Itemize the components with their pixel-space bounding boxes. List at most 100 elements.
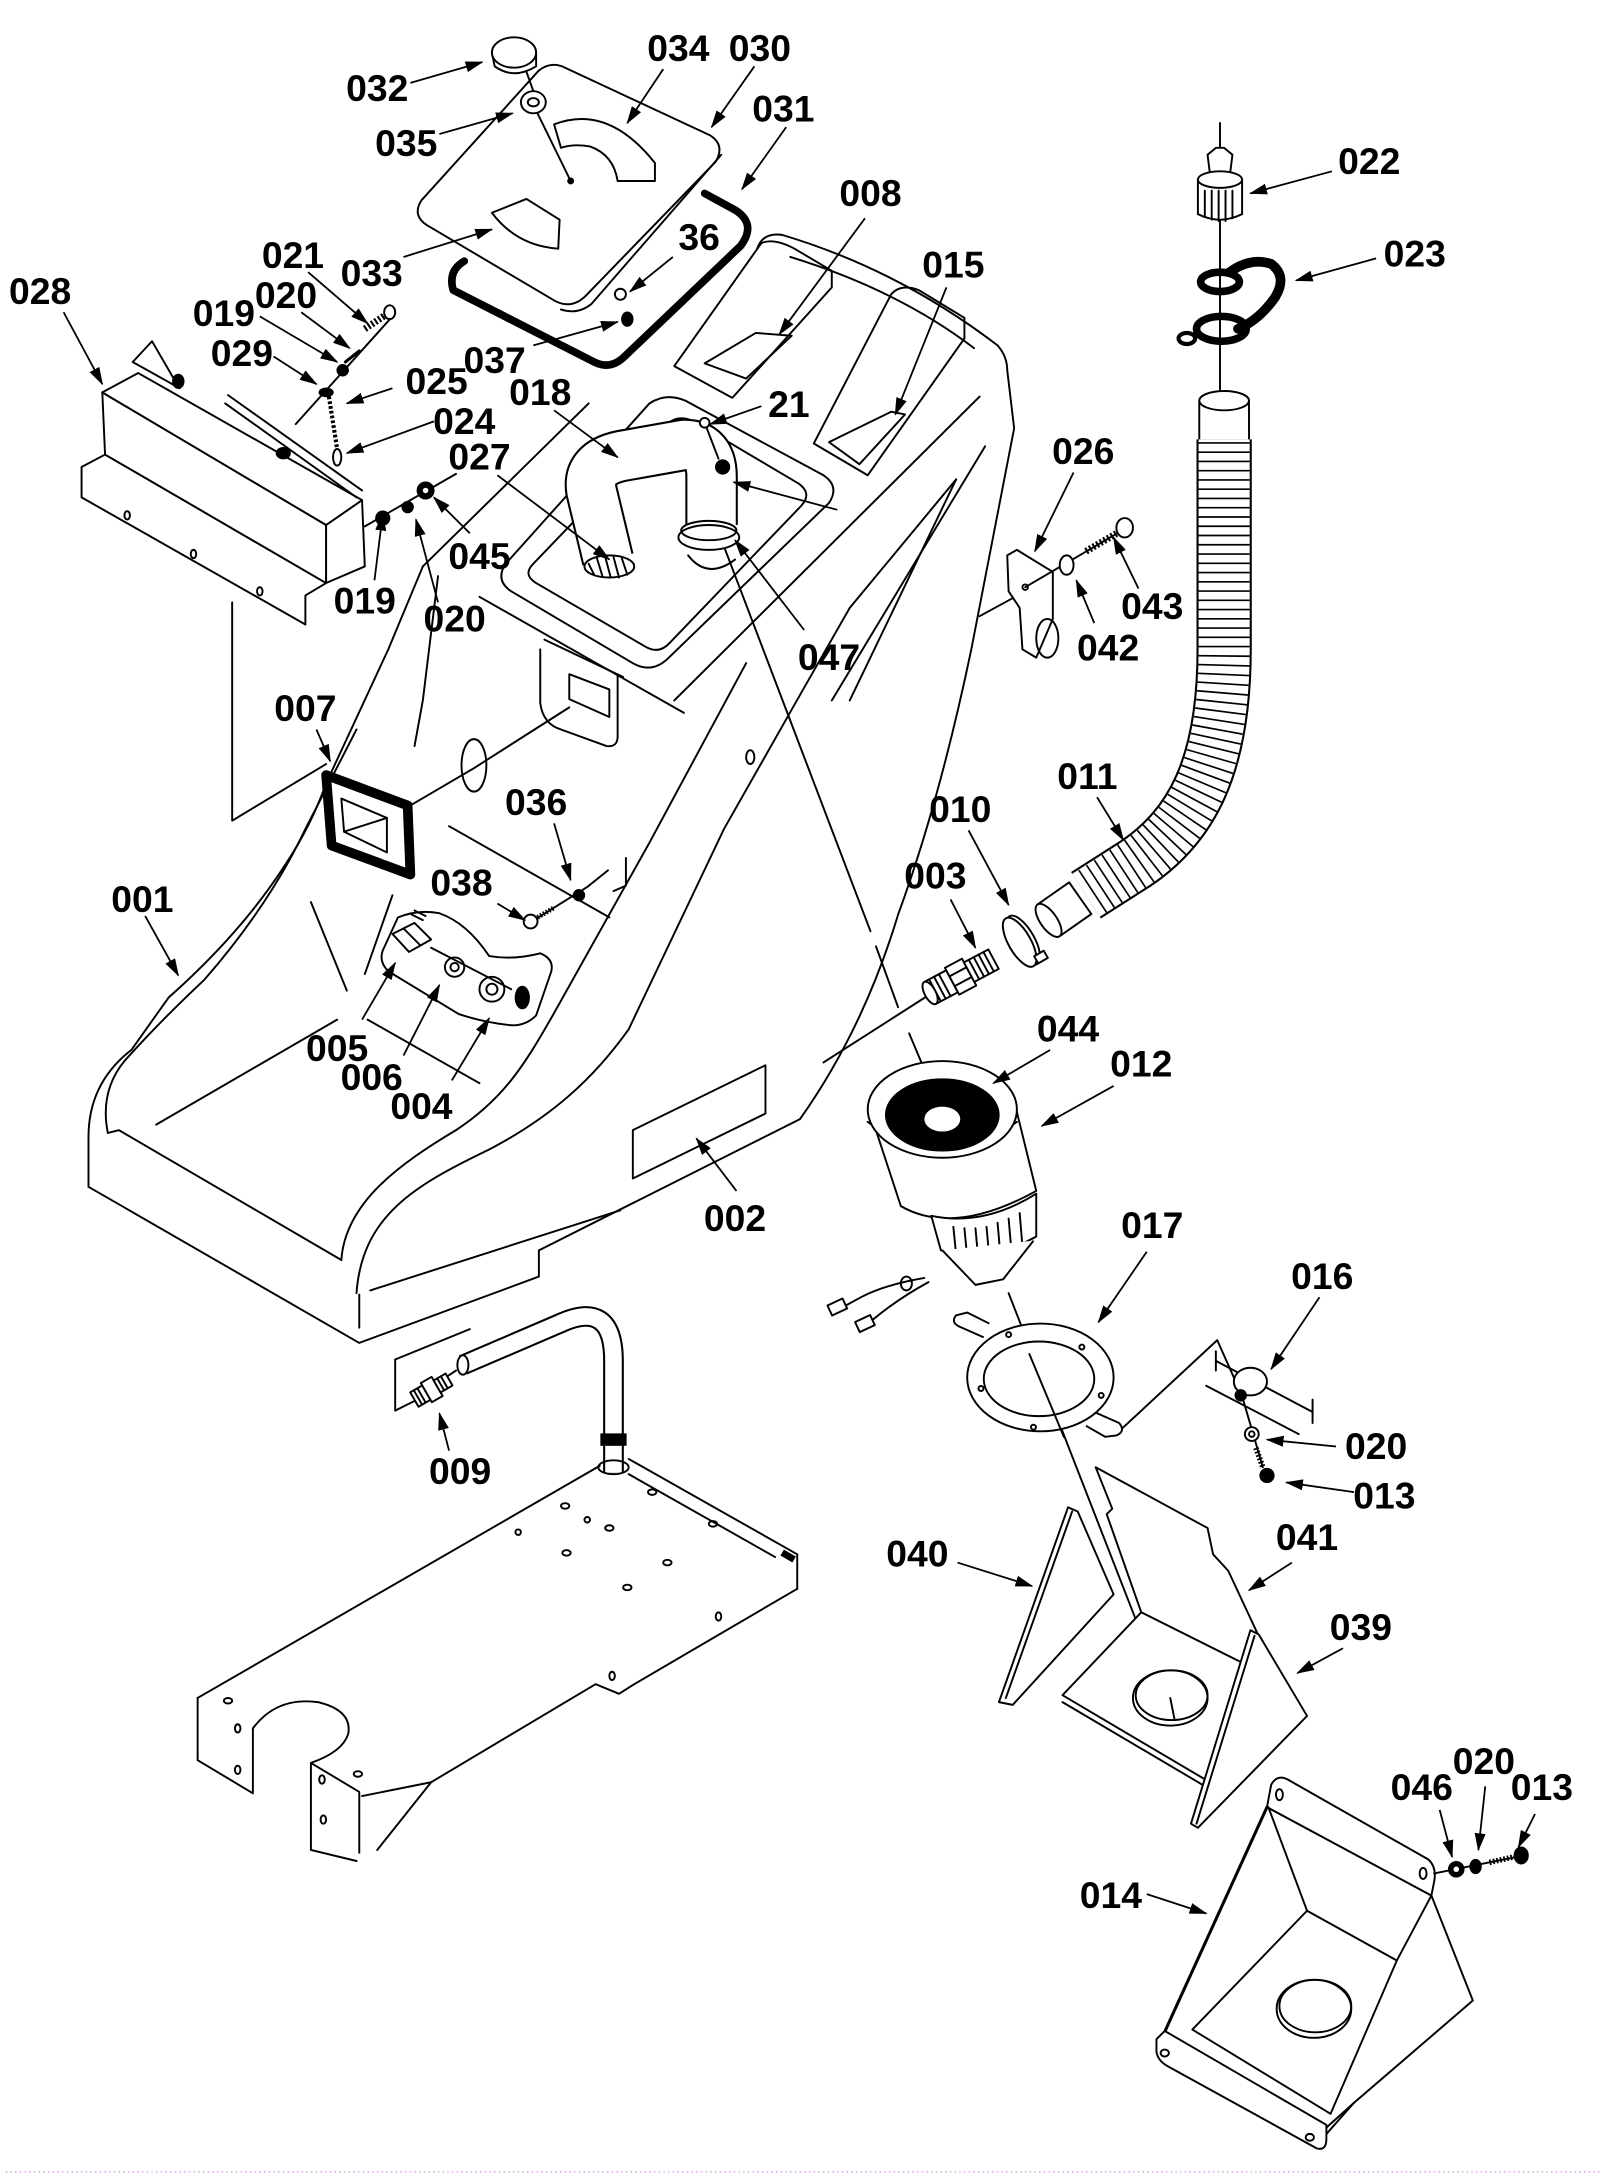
knob-fastener-stack bbox=[363, 472, 457, 528]
tank-diagonal-edge bbox=[848, 478, 958, 702]
tank-diagonal-edge bbox=[673, 395, 981, 702]
leader-arrow-018 bbox=[553, 409, 619, 459]
leader-arrow-020 bbox=[414, 518, 439, 603]
leader-arrow-031 bbox=[741, 126, 787, 191]
callout-label-016: 016 bbox=[1291, 1255, 1353, 1297]
lid-screw bbox=[613, 287, 634, 327]
leader-arrow-040 bbox=[957, 1561, 1034, 1587]
callout-label-002: 002 bbox=[704, 1197, 766, 1239]
leader-arrow-019 bbox=[373, 512, 387, 581]
leader-arrow-009 bbox=[438, 1412, 450, 1451]
callout-label-015: 015 bbox=[922, 244, 984, 286]
window-gasket bbox=[321, 770, 416, 880]
callout-label-009: 009 bbox=[429, 1450, 491, 1492]
tube-fitting bbox=[409, 1372, 454, 1408]
motor-mount-ring bbox=[952, 1311, 1123, 1438]
motor-intake bbox=[924, 1106, 961, 1132]
tank-hole bbox=[460, 738, 488, 793]
leader-arrows bbox=[62, 61, 1536, 1915]
leader-arrow-017 bbox=[1097, 1251, 1148, 1324]
motor-wire bbox=[844, 1277, 926, 1307]
hose-end-cuff bbox=[1034, 881, 1093, 938]
washer bbox=[318, 387, 334, 398]
leader-arrow-045 bbox=[432, 496, 471, 534]
leader-arrow-027 bbox=[496, 474, 611, 561]
callout-label-004: 004 bbox=[390, 1085, 452, 1127]
washer bbox=[1058, 554, 1075, 576]
callout-label-041: 041 bbox=[1276, 1516, 1338, 1558]
callout-label-020: 020 bbox=[1345, 1425, 1407, 1467]
leader-arrow-016 bbox=[1270, 1296, 1321, 1371]
cover-top-flange bbox=[1266, 1776, 1436, 1897]
cord-clamp bbox=[1205, 1350, 1314, 1484]
base-frame bbox=[196, 1457, 799, 1862]
leader-arrow-010 bbox=[967, 829, 1010, 907]
leader-arrow-020 bbox=[1474, 1786, 1487, 1852]
callout-label-039: 039 bbox=[1330, 1606, 1392, 1648]
callout-label-030: 030 bbox=[729, 27, 791, 69]
chute-recess-015 bbox=[812, 286, 966, 477]
callout-label-003: 003 bbox=[904, 854, 966, 896]
lid-decal-034 bbox=[553, 118, 656, 182]
leader-arrow-025 bbox=[345, 387, 393, 405]
tank-small-hole bbox=[745, 749, 756, 765]
leader-arrow-013 bbox=[1284, 1479, 1355, 1494]
callout-label-046: 046 bbox=[1391, 1766, 1453, 1808]
leader-arrow-014 bbox=[1146, 1893, 1208, 1915]
leader-arrow-006 bbox=[402, 983, 441, 1056]
seat-sweep-inner bbox=[340, 662, 748, 1261]
tank-lower-right-edge bbox=[537, 1118, 801, 1252]
callout-label-027: 027 bbox=[448, 436, 510, 478]
hose-ring bbox=[677, 524, 741, 551]
motor-cover bbox=[1155, 1776, 1474, 2150]
callout-label-013: 013 bbox=[1353, 1475, 1415, 1517]
gasket-axis-line bbox=[409, 706, 571, 807]
callout-label-005: 005 bbox=[306, 1027, 368, 1069]
callout-label-024: 024 bbox=[433, 400, 495, 442]
leader-arrow-030 bbox=[710, 65, 756, 129]
window-recess bbox=[539, 638, 625, 748]
tank-hood-top bbox=[756, 233, 1009, 372]
leader-arrow-038 bbox=[496, 902, 527, 921]
hose-fitting bbox=[921, 948, 1000, 1006]
callout-label-044: 044 bbox=[1037, 1008, 1099, 1050]
tank-front-bottom-edge bbox=[87, 1185, 540, 1344]
callout-label-033: 033 bbox=[341, 252, 403, 294]
callout-label-006: 006 bbox=[341, 1056, 403, 1098]
lid-cap bbox=[490, 36, 538, 75]
callout-label-031: 031 bbox=[752, 88, 814, 130]
callout-label-013: 013 bbox=[1511, 1766, 1573, 1808]
leader-arrow-026 bbox=[1034, 472, 1075, 553]
callout-label-023: 023 bbox=[1384, 233, 1446, 275]
callout-label-021: 021 bbox=[262, 234, 324, 276]
tank-panel-line bbox=[309, 901, 348, 992]
callout-label-020: 020 bbox=[423, 597, 485, 639]
leader-arrow-034 bbox=[626, 68, 664, 125]
vacuum-motor bbox=[826, 1060, 1038, 1334]
callout-label-007: 007 bbox=[274, 687, 336, 729]
tank-panel-line bbox=[448, 825, 611, 919]
callout-label-037: 037 bbox=[464, 339, 526, 381]
callout-label-032: 032 bbox=[346, 67, 408, 109]
side-panel-guide-line bbox=[231, 601, 328, 822]
seat-arm-lip bbox=[369, 1209, 622, 1292]
callout-label-042: 042 bbox=[1077, 626, 1139, 668]
callout-label-034: 034 bbox=[647, 27, 709, 69]
leader-arrow-002 bbox=[695, 1137, 738, 1192]
leader-arrow-21 bbox=[708, 405, 762, 425]
callout-label-025: 025 bbox=[406, 360, 468, 402]
leader-arrow-044 bbox=[992, 1049, 1051, 1084]
leader-arrow-047 bbox=[734, 539, 805, 631]
washer bbox=[715, 459, 731, 475]
side-panel bbox=[80, 340, 366, 626]
leader-arrow-007 bbox=[315, 729, 332, 763]
callout-label-012: 012 bbox=[1110, 1042, 1172, 1084]
tube-collar bbox=[600, 1433, 627, 1446]
tank-right-side bbox=[799, 369, 1016, 1121]
control-panel bbox=[380, 909, 553, 1027]
drain-hose-assembly bbox=[1034, 121, 1286, 938]
leader-arrow-039 bbox=[1296, 1647, 1344, 1674]
callout-label-011: 011 bbox=[1057, 755, 1117, 797]
leader-arrow-005 bbox=[361, 961, 396, 1021]
